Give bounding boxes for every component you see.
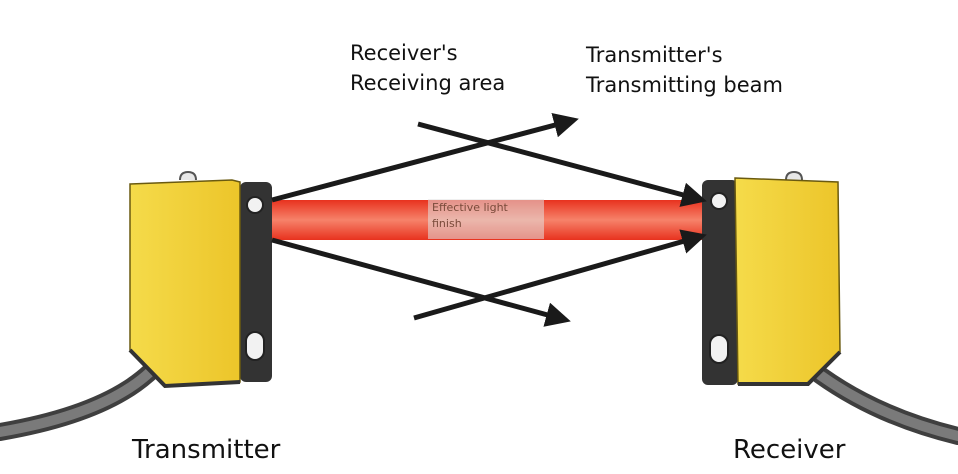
beam-label: Effective light finish	[428, 199, 544, 239]
receiving-area-arrow-upper	[271, 113, 579, 203]
receiver-sensor	[702, 170, 842, 386]
receiver-area-label-line1: Receiver's	[350, 41, 458, 65]
receiving-area-arrows	[271, 113, 579, 327]
transmitter-cable	[0, 363, 159, 441]
transmitting-beam-arrows	[413, 121, 707, 321]
beam-label-line2: finish	[432, 217, 462, 230]
receiving-area-arrow-lower	[271, 237, 571, 327]
receiver-label: Receiver	[733, 435, 846, 465]
transmitting-beam-arrow-upper	[417, 121, 707, 207]
transmitter-beam-label: Transmitter's Transmitting beam	[586, 40, 783, 100]
transmitter-sensor	[128, 170, 272, 389]
transmitter-label: Transmitter	[132, 435, 281, 465]
receiver-cable	[811, 366, 958, 445]
receiver-area-label: Receiver's Receiving area	[350, 38, 505, 98]
transmitter-beam-label-line2: Transmitting beam	[586, 73, 783, 97]
beam-label-line1: Effective light	[432, 201, 508, 214]
transmitter-beam-label-line1: Transmitter's	[586, 43, 723, 67]
receiver-area-label-line2: Receiving area	[350, 71, 506, 95]
transmitting-beam-arrow-lower	[413, 229, 707, 321]
